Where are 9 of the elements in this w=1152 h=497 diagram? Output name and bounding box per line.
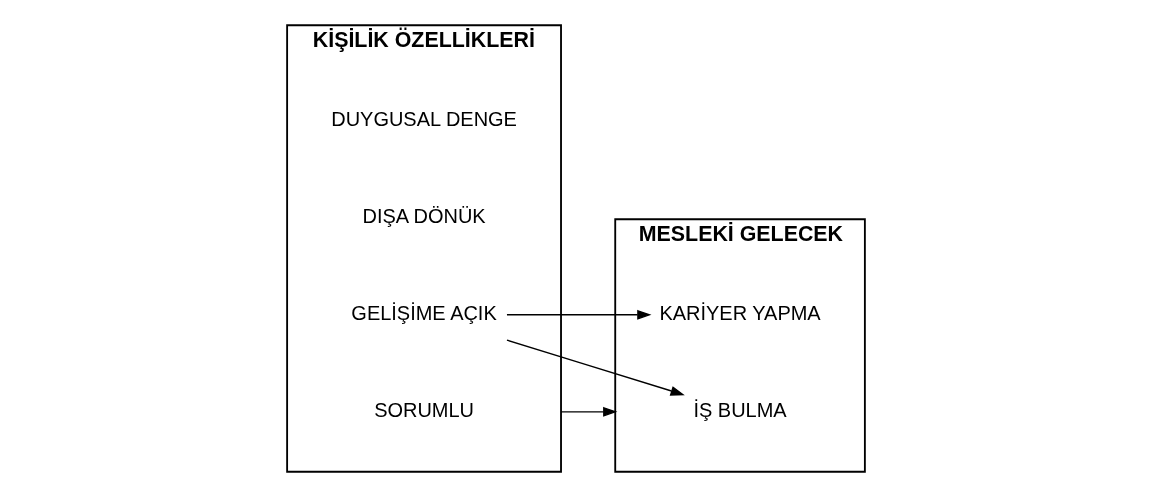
arrow	[506, 309, 652, 320]
arrow	[560, 406, 618, 417]
node-text: İŞ BULMA	[693, 399, 787, 422]
node-text: DUYGUSAL DENGE	[331, 108, 517, 131]
arrow	[506, 339, 685, 396]
node-text: DIŞA DÖNÜK	[362, 205, 486, 228]
node-text: KARİYER YAPMA	[659, 302, 821, 325]
node-text: SORUMLU	[374, 399, 474, 422]
node-text: GELİŞİME AÇIK	[351, 302, 497, 325]
